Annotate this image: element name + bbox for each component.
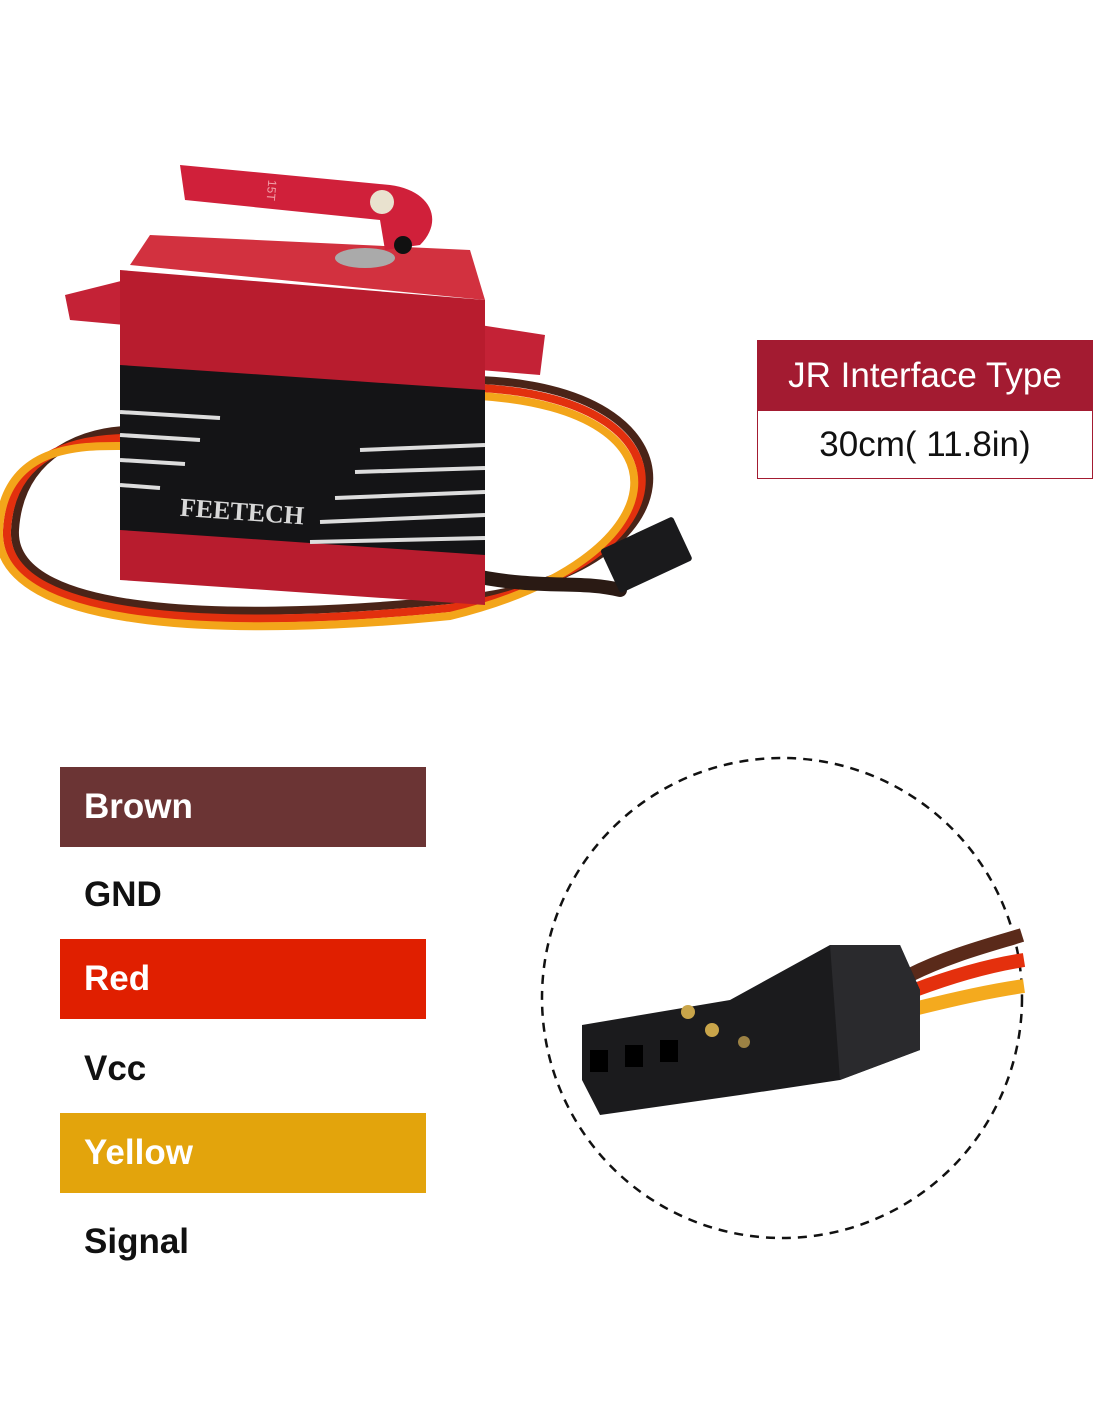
interface-type-header: JR Interface Type — [758, 341, 1092, 411]
servo-fin-lines — [119, 410, 486, 544]
servo-connector-plug — [600, 517, 692, 593]
interface-spec-table: JR Interface Type 30cm( 11.8in) — [757, 340, 1093, 479]
wire-color-yellow: Yellow — [60, 1113, 426, 1193]
dashed-circle — [540, 756, 1024, 1240]
servo-cable — [0, 376, 654, 631]
wire-color-brown: Brown — [60, 767, 426, 847]
cable-length-value: 30cm( 11.8in) — [819, 425, 1031, 464]
servo-image: FEETECH 15T — [0, 165, 692, 631]
wire-function-vcc: Vcc — [84, 1049, 147, 1088]
servo-output-shaft — [335, 248, 395, 268]
wire-function-signal: Signal — [84, 1222, 190, 1261]
servo-black-band — [120, 365, 485, 555]
horn-marking: 15T — [264, 179, 280, 201]
closeup-wires — [906, 928, 1026, 1015]
wire-function-gnd: GND — [84, 875, 162, 914]
wire-color-red: Red — [60, 939, 426, 1019]
connector-closeup — [540, 756, 1026, 1240]
servo-horn — [180, 165, 433, 250]
jr-connector — [582, 945, 920, 1115]
